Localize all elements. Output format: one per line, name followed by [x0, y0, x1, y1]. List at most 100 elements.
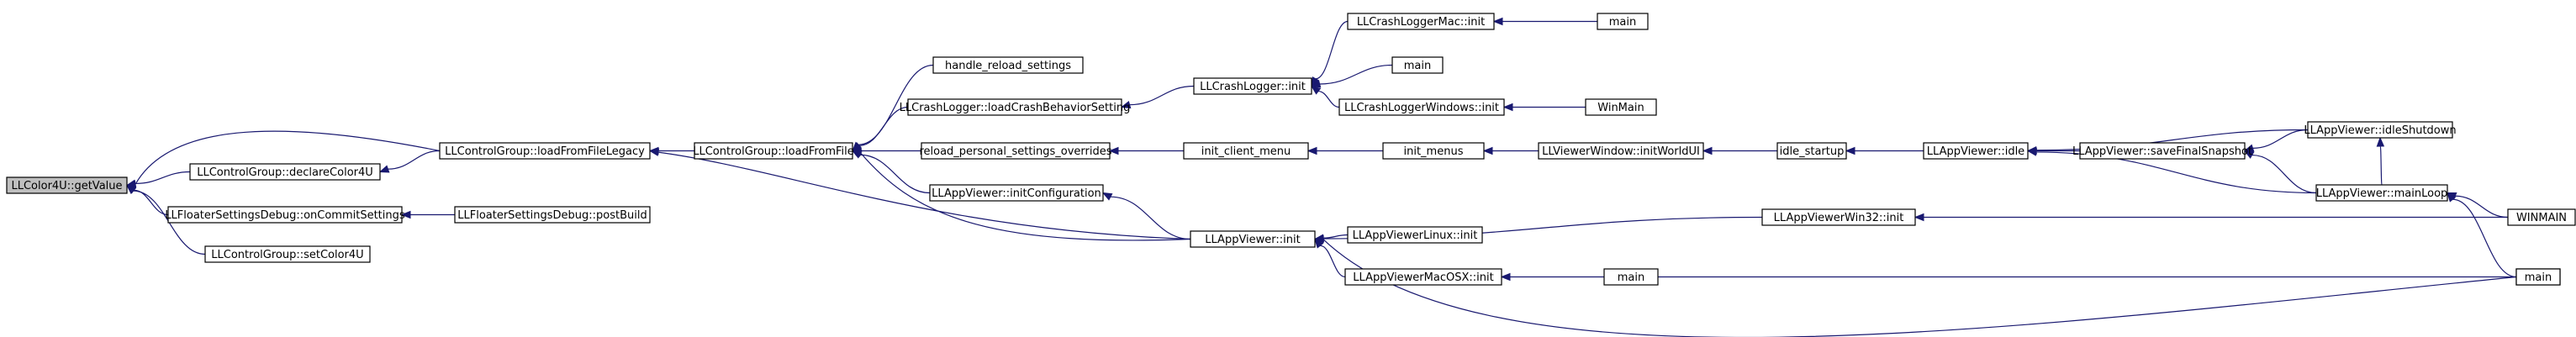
function-node[interactable]: main	[2515, 268, 2561, 286]
node-label: main	[1618, 271, 1644, 284]
call-edge	[1500, 272, 2516, 282]
node-label: main	[1609, 16, 1636, 29]
function-node[interactable]: WINMAIN	[2507, 208, 2576, 226]
function-node[interactable]: LLCrashLogger::init	[1193, 77, 1312, 95]
arrowhead-icon	[1502, 103, 1513, 112]
node-label: main	[1404, 60, 1431, 72]
call-edge	[1914, 213, 2508, 222]
edge-line	[1315, 20, 1349, 80]
function-node[interactable]: LLControlGroup::loadFromFile	[693, 142, 854, 160]
function-node[interactable]: main	[1603, 268, 1659, 286]
arrowhead-icon	[1500, 272, 1511, 282]
node-label: init_client_menu	[1201, 145, 1291, 158]
function-node[interactable]: LLAppViewerMacOSX::init	[1344, 268, 1502, 286]
node-label: LLFloaterSettingsDebug::onCommitSettings	[165, 209, 405, 222]
arrowhead-icon	[648, 148, 660, 156]
node-box	[932, 56, 1084, 74]
function-node[interactable]: LLFloaterSettingsDebug::postBuild	[454, 206, 651, 224]
function-node[interactable]: handle_reload_settings	[932, 56, 1084, 74]
function-node[interactable]: LLAppViewer::mainLoop	[2315, 184, 2448, 202]
node-box	[2315, 184, 2448, 202]
call-edge	[2446, 192, 2509, 219]
function-node[interactable]: WinMain	[1585, 98, 1657, 116]
call-edge	[1108, 146, 1184, 155]
edge-line	[1110, 196, 1191, 240]
function-node[interactable]: LLAppViewer::initConfiguration	[929, 184, 1104, 202]
function-node[interactable]: LLAppViewerWin32::init	[1761, 208, 1916, 226]
node-label: LLControlGroup::setColor4U	[211, 249, 363, 261]
root-function-node[interactable]: LLColor4U::getValue	[6, 176, 128, 194]
node-box	[2079, 142, 2246, 160]
call-edge	[1482, 146, 1539, 155]
node-label: LLControlGroup::loadFromFileLegacy	[445, 145, 645, 158]
function-node[interactable]: LLAppViewerLinux::init	[1347, 226, 1483, 244]
arrowhead-icon	[1314, 238, 1324, 249]
arrowhead-icon	[1313, 235, 1324, 244]
call-edge	[1313, 235, 2517, 337]
node-box	[1190, 230, 1316, 248]
node-box	[921, 142, 1111, 160]
function-node[interactable]: reload_personal_settings_overrides	[919, 142, 1112, 160]
node-box	[907, 98, 1122, 116]
function-node[interactable]: LLAppViewer::idleShutdown	[2304, 121, 2457, 139]
call-edge	[851, 146, 921, 155]
function-node[interactable]: LLControlGroup::declareColor4U	[189, 163, 381, 181]
node-label: LLCrashLoggerWindows::init	[1344, 102, 1499, 114]
call-edge	[1120, 85, 1195, 109]
node-box	[167, 206, 403, 224]
arrowhead-icon	[1914, 213, 1924, 222]
function-node[interactable]: LLViewerWindow::initWorldUI	[1538, 142, 1704, 160]
node-box	[2515, 268, 2561, 286]
function-node[interactable]: idle_startup	[1776, 142, 1847, 160]
edge-line	[2251, 154, 2317, 194]
call-edge	[1502, 103, 1586, 112]
arrowhead-icon	[1482, 146, 1493, 155]
function-node[interactable]: init_menus	[1382, 142, 1485, 160]
function-node[interactable]: init_client_menu	[1183, 142, 1309, 160]
arrowhead-icon	[1702, 146, 1713, 155]
node-box	[6, 176, 128, 194]
node-label: LLCrashLogger::init	[1200, 81, 1306, 93]
node-box	[439, 142, 651, 160]
call-edge	[125, 130, 441, 189]
node-box	[1338, 98, 1505, 116]
edges-layer	[125, 17, 2517, 337]
node-box	[1382, 142, 1485, 160]
call-edge	[1311, 20, 1349, 87]
function-node[interactable]: main	[1391, 56, 1444, 74]
node-box	[694, 142, 853, 160]
node-label: idle_startup	[1780, 145, 1845, 158]
call-edge	[2376, 136, 2385, 186]
function-node[interactable]: LLCrashLoggerMac::init	[1347, 13, 1495, 30]
node-label: LLAppViewerLinux::init	[1353, 229, 1478, 242]
function-node[interactable]: LLCrashLogger::loadCrashBehaviorSetting	[900, 98, 1131, 116]
call-edge	[400, 210, 455, 219]
node-box	[1391, 56, 1444, 74]
edge-line	[860, 152, 1191, 241]
node-label: LLCrashLoggerMac::init	[1357, 16, 1485, 29]
node-box	[1597, 13, 1649, 30]
function-node[interactable]: LLControlGroup::loadFromFileLegacy	[439, 142, 651, 160]
node-box	[1603, 268, 1659, 286]
call-edge	[648, 148, 1191, 240]
arrowhead-icon	[125, 180, 136, 189]
function-node[interactable]: LLFloaterSettingsDebug::onCommitSettings	[165, 206, 405, 224]
function-node[interactable]: LLCrashLoggerWindows::init	[1338, 98, 1505, 116]
edge-line	[388, 150, 441, 170]
edge-line	[1319, 64, 1393, 85]
function-node[interactable]: LLAppViewer::idle	[1923, 142, 2029, 160]
call-edge	[125, 171, 191, 187]
arrowhead-icon	[2447, 192, 2457, 203]
function-node[interactable]: LLAppViewer::init	[1190, 230, 1316, 248]
arrowhead-icon	[2376, 136, 2385, 147]
node-box	[929, 184, 1104, 202]
function-node[interactable]: LLControlGroup::setColor4U	[204, 245, 371, 263]
arrowhead-icon	[1845, 146, 1855, 155]
node-box	[1585, 98, 1657, 116]
call-edge	[1702, 146, 1777, 155]
function-node[interactable]: main	[1597, 13, 1649, 30]
edge-line	[1320, 245, 1346, 278]
function-node[interactable]: LLAppViewer::saveFinalSnapshot	[2072, 142, 2252, 160]
node-box	[1193, 77, 1312, 95]
